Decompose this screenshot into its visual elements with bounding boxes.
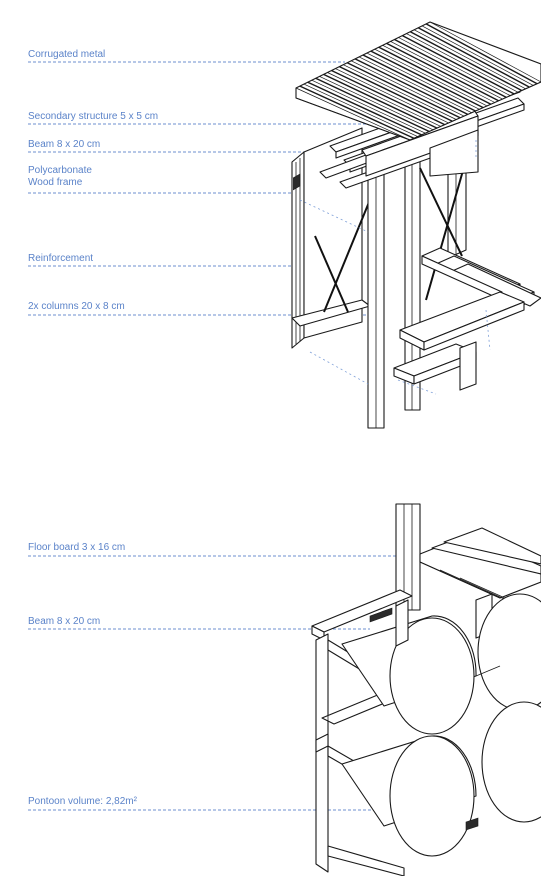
- pontoon-bottom-right-end: [481, 701, 541, 823]
- roof-rib: [295, 87, 411, 141]
- pontoon-bottom-left-end: [389, 735, 475, 857]
- roof-rib: [366, 52, 480, 110]
- roof-rib: [378, 46, 492, 105]
- pontoon-frame-front: [327, 599, 409, 862]
- roof-rib: [299, 85, 415, 139]
- roof-rib: [414, 29, 526, 90]
- lower-assembly: [311, 503, 541, 876]
- roof-rib: [323, 73, 438, 129]
- roof-rib: [358, 56, 472, 114]
- polycarbonate-panel: [291, 127, 375, 349]
- roof-rib: [402, 34, 515, 95]
- label-reinforcement: Reinforcement: [28, 253, 94, 264]
- reinforcement-brace-d: [425, 159, 467, 301]
- roof-rib: [362, 54, 476, 112]
- roof-rib: [406, 33, 519, 93]
- label-polycarbonate-wood-frame: Polycarbonate Wood frame: [28, 165, 168, 189]
- upper-dimension-lines: [299, 140, 491, 395]
- roof-rib: [382, 44, 495, 103]
- label-polycarbonate: Polycarbonate: [28, 165, 92, 176]
- roof-rib: [394, 38, 507, 99]
- roof-rib: [315, 77, 430, 133]
- reinforcement-brace-c: [419, 167, 463, 257]
- pontoon-top-left-end: [389, 617, 475, 735]
- corrugated-metal-roof: [295, 21, 541, 141]
- label-upper-beam: Beam 8 x 20 cm: [28, 139, 101, 150]
- floor-boards: [419, 527, 541, 639]
- reinforcement-brace-a: [314, 235, 349, 313]
- roof-rib: [335, 68, 449, 124]
- roof-rib: [390, 41, 503, 100]
- reinforcement-brace-b: [323, 189, 375, 313]
- label-wood-frame: Wood frame: [28, 177, 83, 188]
- roof-rib: [374, 48, 488, 107]
- roof-rib: [303, 83, 418, 137]
- label-lower-beam: Beam 8 x 20 cm: [28, 616, 101, 627]
- roof-rib: [409, 31, 523, 92]
- roof-rib: [398, 37, 511, 96]
- roof-rib: [429, 21, 541, 83]
- roof-rib: [417, 27, 530, 88]
- upper-lower-beams: [393, 291, 525, 391]
- label-floor-board: Floor board 3 x 16 cm: [28, 542, 126, 553]
- roof-rib: [421, 25, 534, 86]
- roof-rib: [425, 23, 538, 85]
- roof-rib: [327, 72, 441, 127]
- roof-rib: [331, 69, 446, 126]
- pontoon-cylinders: [341, 593, 541, 857]
- roof-rib: [339, 65, 453, 122]
- upper-assembly: [291, 21, 541, 429]
- label-secondary-structure: Secondary structure 5 x 5 cm: [28, 111, 159, 122]
- roof-rib: [346, 62, 461, 119]
- roof-rib: [351, 60, 465, 117]
- roof-rib: [311, 79, 426, 134]
- roof-rib: [307, 81, 422, 136]
- roof-rib: [319, 76, 434, 131]
- label-columns: 2x columns 20 x 8 cm: [28, 301, 125, 312]
- roof-rib: [370, 50, 484, 109]
- lower-column: [395, 503, 421, 611]
- roof-rib: [386, 42, 499, 102]
- label-pontoon-volume: Pontoon volume: 2,82m²: [28, 796, 137, 807]
- label-corrugated-metal: Corrugated metal: [28, 49, 106, 60]
- roof-rib: [354, 58, 469, 116]
- roof-ribs: [295, 21, 541, 141]
- roof-rib: [343, 64, 457, 120]
